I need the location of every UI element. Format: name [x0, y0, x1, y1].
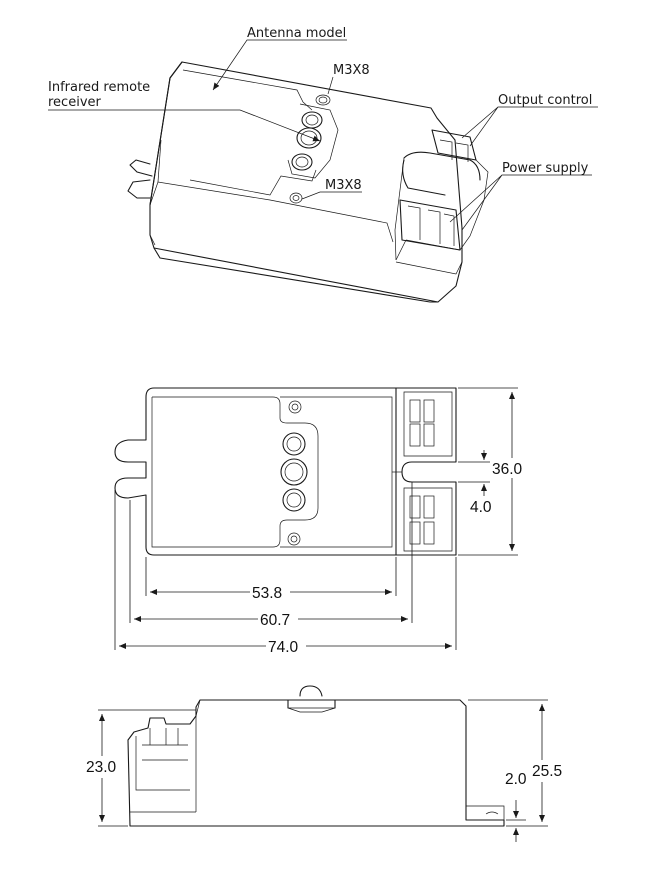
svg-text:74.0: 74.0 [268, 639, 299, 656]
dim-height-23: 23.0 [82, 709, 196, 827]
svg-text:53.8: 53.8 [252, 585, 282, 602]
side-view [127, 685, 505, 827]
isometric-view [127, 61, 489, 303]
callout-m3x8-top: M3X8 [327, 63, 370, 95]
svg-text:receiver: receiver [48, 95, 102, 110]
svg-text:25.5: 25.5 [532, 763, 562, 780]
svg-text:60.7: 60.7 [260, 612, 290, 629]
dim-len-60-7: 60.7 [129, 482, 413, 629]
callout-m3x8-bottom: M3X8 [301, 178, 362, 200]
svg-text:4.0: 4.0 [470, 499, 492, 516]
svg-text:M3X8: M3X8 [333, 63, 370, 78]
dim-gap-4: 4.0 [458, 450, 492, 516]
dim-len-53-8: 53.8 [145, 557, 397, 602]
dim-height-25-5: 25.5 [468, 699, 570, 827]
svg-text:Output control: Output control [498, 93, 592, 108]
callout-output-control: Output control [461, 93, 598, 147]
dim-flange-2: 2.0 [505, 771, 527, 842]
svg-text:Antenna model: Antenna model [247, 26, 346, 41]
svg-text:2.0: 2.0 [505, 771, 527, 788]
top-view [114, 387, 457, 556]
svg-text:36.0: 36.0 [492, 461, 523, 478]
svg-text:23.0: 23.0 [86, 759, 117, 776]
callout-power-supply: Power supply [449, 161, 592, 231]
svg-text:Power supply: Power supply [502, 161, 589, 176]
callout-infrared-receiver: Infrared remote receiver [48, 80, 321, 142]
callout-antenna-model: Antenna model [212, 26, 347, 91]
svg-text:M3X8: M3X8 [325, 178, 362, 193]
svg-text:Infrared remote: Infrared remote [48, 80, 150, 95]
dim-width-36: 36.0 [458, 387, 534, 556]
dim-len-74: 74.0 [114, 490, 457, 656]
